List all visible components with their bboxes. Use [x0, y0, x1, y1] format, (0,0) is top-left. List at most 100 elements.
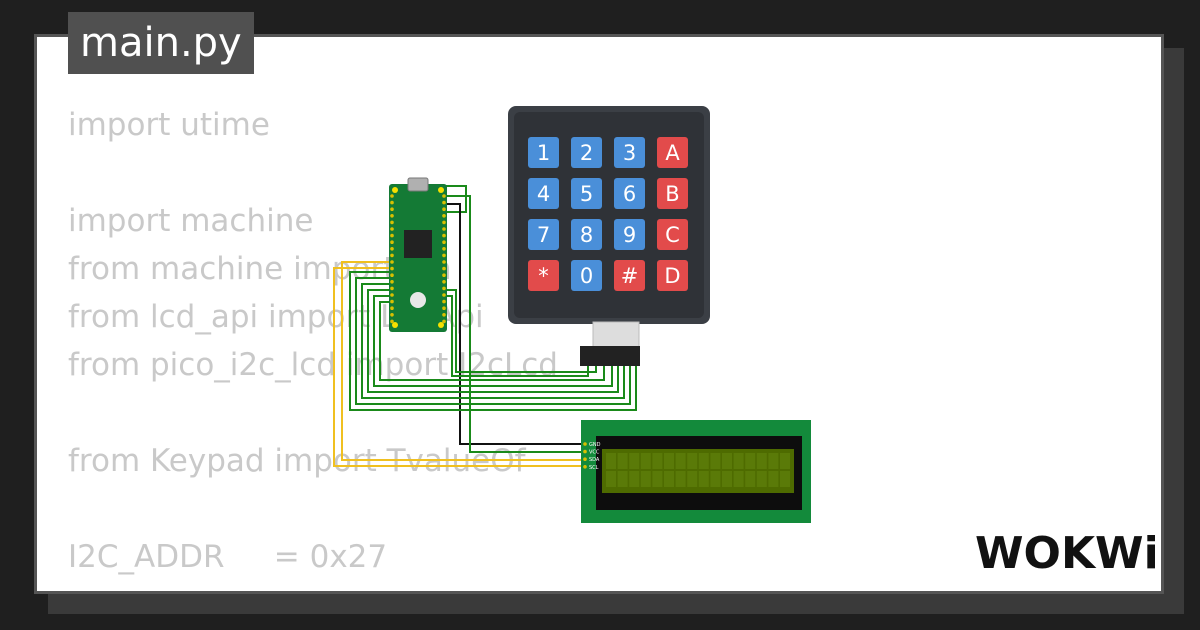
keypad-key[interactable]: # [614, 260, 645, 291]
lcd-cell [617, 471, 628, 487]
keypad-key[interactable]: B [657, 178, 688, 209]
wire [355, 277, 631, 405]
keypad-key-label: A [665, 141, 680, 165]
lcd-cell [675, 453, 686, 469]
code-line: import machine [68, 203, 314, 239]
raspberry-logo-icon [410, 292, 426, 308]
pico-pin [390, 260, 394, 264]
wires [333, 185, 637, 467]
keypad-key[interactable]: 2 [571, 137, 602, 168]
lcd-cell [687, 453, 698, 469]
pico-mount-hole [392, 322, 398, 328]
keypad-key[interactable]: 6 [614, 178, 645, 209]
keypad-key[interactable]: A [657, 137, 688, 168]
pico-pin [390, 220, 394, 225]
raspberry-pi-pico[interactable] [389, 177, 447, 332]
keypad-key[interactable]: * [528, 260, 559, 291]
wire [367, 289, 619, 393]
keypad-key-label: 0 [580, 264, 593, 288]
lcd-cell [664, 453, 674, 469]
keypad-key-label: B [665, 182, 679, 206]
pico-pin [390, 200, 394, 205]
code-line: import utime [68, 107, 270, 143]
keypad-key[interactable]: 4 [528, 178, 559, 209]
keypad-key-label: 5 [580, 182, 593, 206]
keypad-key[interactable]: D [657, 260, 688, 291]
pico-pin [390, 280, 394, 284]
lcd-cell [664, 471, 674, 487]
wire [444, 203, 585, 445]
pico-mount-hole [392, 187, 398, 193]
wire [444, 289, 597, 373]
pico-pin [390, 253, 394, 258]
lcd-cell [629, 453, 640, 469]
keypad-key[interactable]: 3 [614, 137, 645, 168]
pico-pin [390, 286, 394, 291]
pico-pin [442, 266, 446, 271]
lcd-cell [606, 453, 616, 469]
pico-pin [442, 247, 446, 251]
lcd-cell [698, 453, 709, 469]
pico-pin [390, 207, 394, 211]
pico-chip [404, 230, 432, 258]
pico-pins [390, 194, 446, 324]
lcd-cell [745, 471, 756, 487]
code-line: I2C_ADDR = 0x27 [68, 539, 388, 575]
lcd-cell [722, 453, 732, 469]
wire [361, 283, 625, 399]
pico-pin [390, 306, 394, 311]
keypad-key-label: C [665, 223, 680, 247]
pico-pin [442, 306, 446, 311]
file-tab-title[interactable]: main.py [68, 12, 254, 74]
lcd-cell [745, 453, 756, 469]
wokwi-logo[interactable]: WOKWi [975, 522, 1155, 578]
lcd-pin [583, 449, 587, 454]
wire [341, 261, 585, 461]
keypad-key[interactable]: C [657, 219, 688, 250]
usb-port-icon [407, 177, 429, 192]
pico-pin [442, 207, 446, 211]
pico-pin [442, 200, 446, 205]
keypad-key[interactable]: 9 [614, 219, 645, 250]
pico-pin [390, 313, 394, 317]
pico-pin [442, 319, 446, 324]
keypad-key-label: # [621, 264, 639, 288]
lcd-cell [675, 471, 686, 487]
keypad-face [514, 112, 704, 318]
keypad-key-label: * [538, 264, 549, 288]
keypad-key-label: 7 [537, 223, 550, 247]
pico-pin [442, 273, 446, 278]
keypad-key-label: 3 [623, 141, 636, 165]
wire [444, 195, 585, 453]
lcd-pin-label: VCC [589, 450, 600, 456]
wire [349, 271, 637, 411]
keypad-key[interactable]: 1 [528, 137, 559, 168]
keypad-key[interactable]: 5 [571, 178, 602, 209]
pico-pin [390, 214, 394, 218]
lcd-cell [606, 471, 616, 487]
lcd-cell [780, 453, 790, 469]
keypad-key[interactable]: 8 [571, 219, 602, 250]
pico-pin [390, 247, 394, 251]
code-line: I2C_NUM_ROWS = 2 [68, 581, 558, 591]
lcd-cell [687, 471, 698, 487]
lcd-cell [652, 471, 663, 487]
lcd-pin-label: SCL [589, 465, 599, 471]
pico-pin [442, 240, 446, 244]
pico-pin [442, 313, 446, 317]
keypad-key-label: 1 [537, 141, 550, 165]
keypad-key[interactable]: 0 [571, 260, 602, 291]
pico-pin [390, 299, 394, 304]
keypad-key-label: 9 [623, 223, 636, 247]
pico-pin [390, 233, 394, 238]
pico-pin [442, 253, 446, 258]
pico-pin [442, 286, 446, 291]
keypad-key[interactable]: 7 [528, 219, 559, 250]
keypad-key-label: 6 [623, 182, 636, 206]
pico-pin [442, 260, 446, 264]
